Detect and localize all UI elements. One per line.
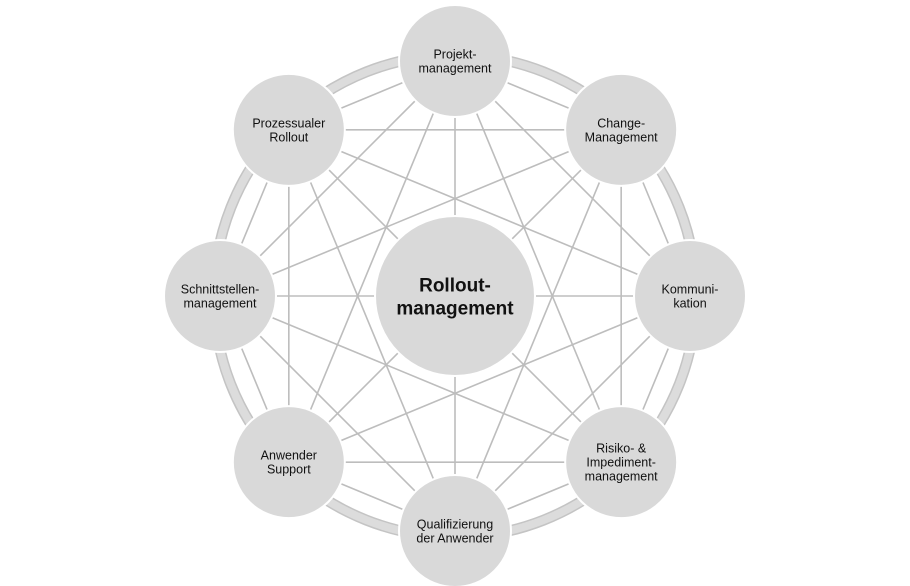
node-circle <box>398 474 512 586</box>
node-label-line: management <box>419 62 492 76</box>
node-circle <box>633 239 747 353</box>
node-circle <box>398 4 512 118</box>
node-schnittstellen-management: Schnittstellen-management <box>163 239 277 353</box>
node-circle <box>564 72 679 187</box>
node-label-line: Rollout- <box>419 276 491 297</box>
node-label-line: Projekt- <box>433 48 476 62</box>
connection-line <box>288 129 691 297</box>
node-label-line: kation <box>673 297 706 311</box>
node-label-line: Risiko- & <box>596 442 647 456</box>
node-label-line: management <box>585 470 658 484</box>
node-label-line: Schnittstellen- <box>181 283 260 297</box>
node-label: Projekt-management <box>419 48 492 76</box>
node-circle <box>231 72 346 187</box>
node-label-line: Support <box>267 463 311 477</box>
node-kommuni-kation: Kommuni-kation <box>633 239 747 353</box>
connection-line <box>288 60 456 463</box>
node-projekt-management: Projekt-management <box>398 4 512 118</box>
node-label-line: Qualifizierung <box>417 518 493 532</box>
node-label-line: der Anwender <box>416 532 493 546</box>
node-label-line: management <box>184 297 257 311</box>
center-node: Rollout-management <box>374 215 536 377</box>
node-circle <box>564 405 679 520</box>
node-change-management: Change-Management <box>564 72 679 187</box>
connection-line <box>454 129 622 532</box>
node-label: Risiko- &Impediment-management <box>585 442 658 484</box>
node-circle <box>231 405 346 520</box>
node-label: Rollout-management <box>396 276 514 320</box>
node-circle <box>163 239 277 353</box>
node-label-line: Kommuni- <box>662 283 719 297</box>
node-label-line: Anwender <box>261 449 317 463</box>
node-label: Kommuni-kation <box>662 283 719 311</box>
connection-line <box>454 60 622 463</box>
node-label-line: Rollout <box>269 130 308 144</box>
nodes: Projekt-managementChange-ManagementKommu… <box>163 4 747 586</box>
connection-line <box>219 295 622 463</box>
node-risiko-impediment-management: Risiko- &Impediment-management <box>564 405 679 520</box>
node-label: Change-Management <box>585 116 658 144</box>
node-label-line: Change- <box>597 116 645 130</box>
node-label-line: management <box>396 299 514 320</box>
node-label-line: Impediment- <box>586 456 655 470</box>
connection-line <box>219 129 622 297</box>
connection-line <box>288 129 456 532</box>
node-label: Schnittstellen-management <box>181 283 260 311</box>
node-label-line: Prozessualer <box>252 116 325 130</box>
center-circle <box>374 215 536 377</box>
connection-line <box>288 295 691 463</box>
node-label-line: Management <box>585 130 658 144</box>
